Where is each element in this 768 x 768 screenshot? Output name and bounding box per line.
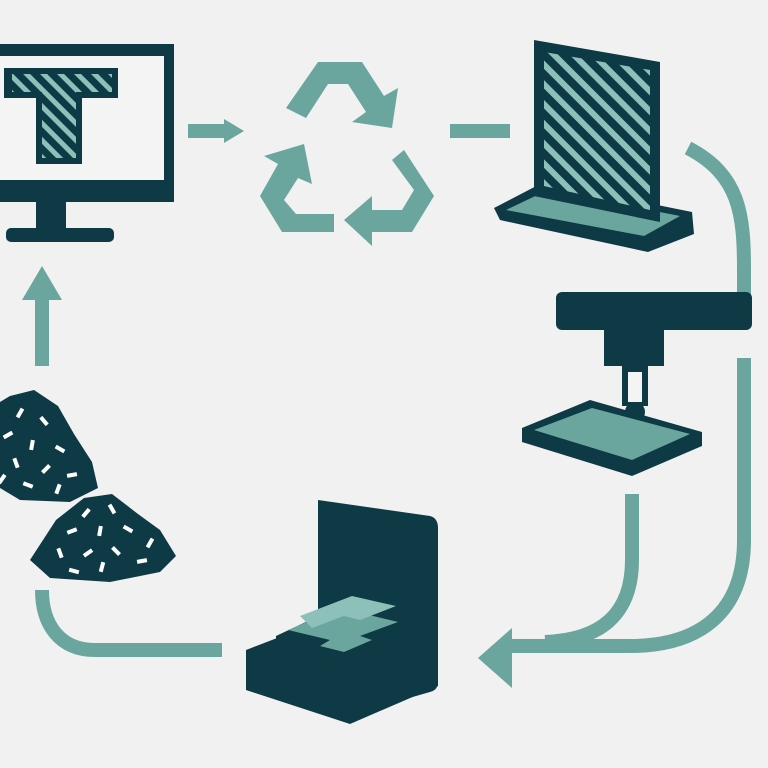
connector-plate-to-extruder	[684, 141, 751, 300]
flow-connectors	[35, 124, 751, 657]
build-plate-icon	[494, 40, 694, 252]
printed-t-part-icon	[246, 500, 438, 724]
arrowhead-right-icon	[224, 119, 244, 143]
connector-bed-to-part-inner	[544, 494, 639, 649]
arrowhead-left-icon	[478, 628, 512, 688]
arrowheads	[22, 119, 512, 688]
recycle-icon	[260, 62, 434, 246]
pellet-pile-icon	[0, 390, 176, 582]
arrowhead-up-icon	[22, 266, 62, 300]
computer-monitor-icon	[0, 44, 174, 242]
print-nozzle-icon	[556, 292, 752, 422]
connector-part-to-pellets	[35, 589, 222, 657]
print-bed-icon	[522, 400, 702, 476]
connector-extruder-to-part-outer	[510, 358, 751, 653]
